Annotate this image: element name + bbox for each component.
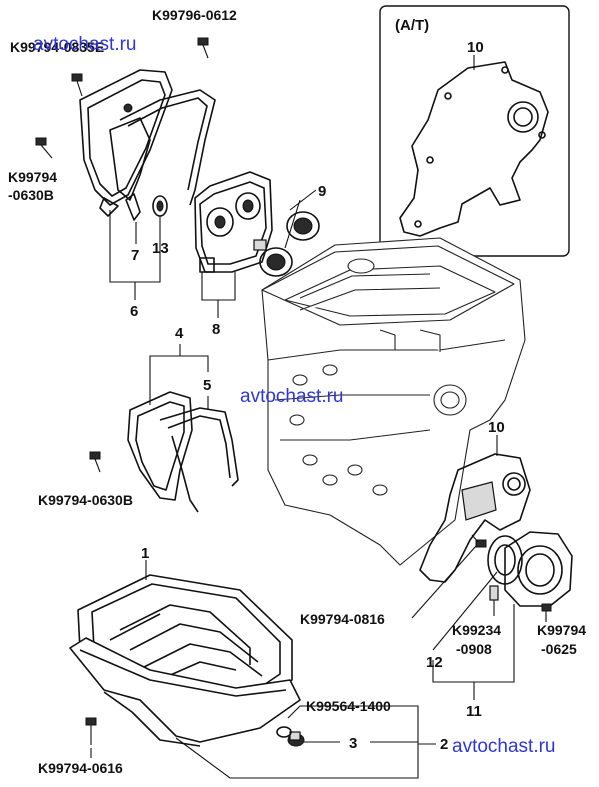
pn-k99794-0616: K99794-0616 <box>38 760 123 776</box>
callout-13: 13 <box>152 240 169 257</box>
seal-part-13 <box>152 195 168 217</box>
callout-8: 8 <box>212 321 220 338</box>
watermark-top-left: avtochast.ru <box>33 34 137 55</box>
callout-4: 4 <box>175 325 184 342</box>
callout-11: 11 <box>466 703 482 720</box>
pn-k99794-0630b-top-line1: K99794 <box>8 169 57 185</box>
callout-7: 7 <box>131 247 139 264</box>
pn-k99794-0835e: K99794-0835E <box>10 39 104 55</box>
callout-5: 5 <box>203 377 211 394</box>
pn-k99564-1400: K99564-1400 <box>306 698 391 714</box>
timing-case-part-8 <box>194 171 273 273</box>
bolt-k99796-0612 <box>197 37 209 59</box>
callout-12: 12 <box>426 654 443 671</box>
upper-cover-gasket <box>119 89 216 206</box>
rear-seal-housing-part-11 <box>487 531 573 607</box>
callout-1: 1 <box>141 545 149 562</box>
oil-pan-part-2 <box>69 637 301 747</box>
callout-10: 10 <box>488 419 505 436</box>
rear-gasket-part-10 <box>419 453 531 583</box>
bracket-part-7 <box>125 193 141 221</box>
engine-block <box>261 237 526 566</box>
callout-6: 6 <box>130 303 138 320</box>
at-note-label: (A/T) <box>395 17 429 34</box>
callout-3: 3 <box>349 735 357 752</box>
pn-k99794-0625-line1: K99794 <box>537 622 586 638</box>
pn-k99794-0630b-top-line2: -0630B <box>8 187 54 203</box>
pn-k99794-0816: K99794-0816 <box>300 611 385 627</box>
pn-k99234-0908-line2: -0908 <box>456 641 492 657</box>
watermark-center: avtochast.ru <box>240 386 344 407</box>
leader-lines <box>90 189 547 779</box>
oil-seals-part-9 <box>259 211 320 277</box>
lower-cover-gasket-part-5 <box>159 407 239 513</box>
bolt-k99794-0835e <box>71 73 83 97</box>
pn-k99794-0630b-mid: K99794-0630B <box>38 492 133 508</box>
bolt-k99794-0630b-top <box>35 137 53 159</box>
washer-k99564-1400 <box>276 726 292 738</box>
watermark-bottom-right: avtochast.ru <box>452 736 556 757</box>
bolt-k99794-0630b-mid <box>89 451 101 473</box>
dowel-k99234-0908 <box>489 585 499 601</box>
upper-cover-inner <box>109 117 151 201</box>
pn-k99794-0625-line2: -0625 <box>541 641 577 657</box>
bolt-k99794-0616 <box>85 717 97 745</box>
drain-plug-part-3 <box>287 731 305 747</box>
callout-10-inset: 10 <box>467 39 484 56</box>
bolt-k99794-0816 <box>471 534 487 548</box>
lower-timing-cover-part-4 <box>127 391 193 501</box>
pn-k99796-0612: K99796-0612 <box>152 7 237 23</box>
callout-2: 2 <box>440 736 448 753</box>
callout-9: 9 <box>318 183 326 200</box>
pn-k99234-0908-line1: K99234 <box>452 622 501 638</box>
at-inset-gasket <box>399 61 549 237</box>
upper-timing-cover <box>79 69 173 217</box>
